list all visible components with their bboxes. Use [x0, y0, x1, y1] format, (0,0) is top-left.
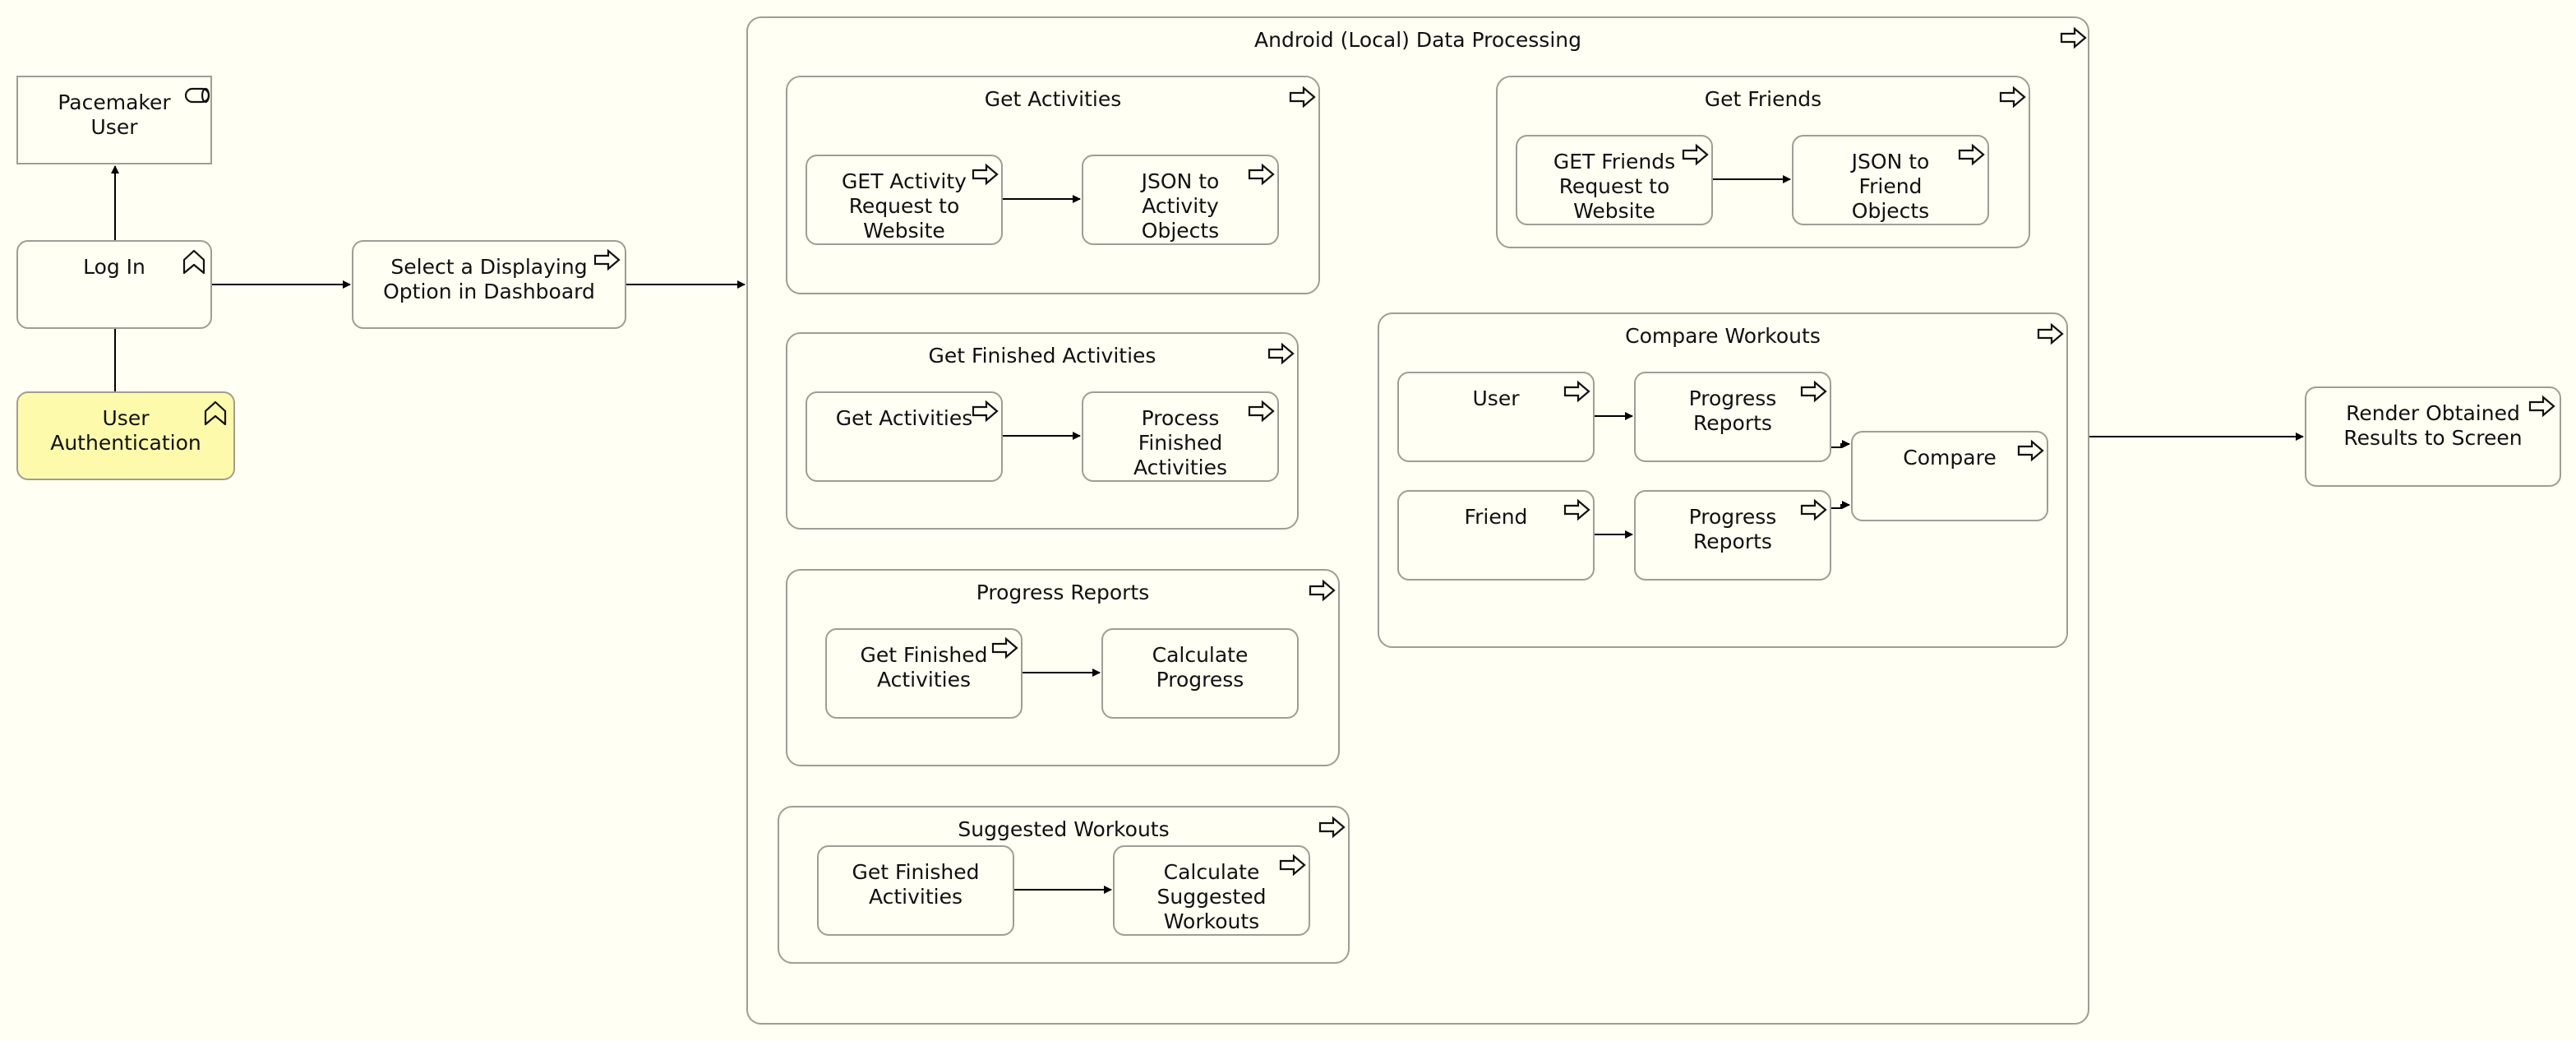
progress-reports-title: Progress Reports: [976, 581, 1150, 604]
compare-label: Compare: [1903, 446, 1997, 470]
function-chevron-icon: [181, 248, 207, 276]
process-arrow-icon: [593, 248, 621, 271]
role-cylinder-icon: [184, 86, 212, 105]
get-friends-request-node[interactable]: GET Friends Request to Website: [1516, 135, 1713, 225]
suggested-get-finished-label: Get Finished Activities: [852, 860, 980, 909]
get-activity-request-label: GET Activity Request to Website: [842, 169, 967, 243]
json-to-activity-node[interactable]: JSON to Activity Objects: [1082, 155, 1279, 245]
calculate-suggested-label: Calculate Suggested Workouts: [1156, 860, 1267, 933]
function-chevron-icon: [202, 400, 229, 428]
get-activities-step-node[interactable]: Get Activities: [806, 391, 1003, 482]
progress-get-finished-node[interactable]: Get Finished Activities: [825, 628, 1023, 719]
connector-progress-friend-compare: [1831, 501, 1850, 509]
process-arrow-icon: [972, 163, 999, 186]
compare-user-label: User: [1472, 386, 1520, 410]
process-arrow-icon: [972, 400, 999, 423]
get-activities-title: Get Activities: [984, 87, 1122, 111]
process-arrow-icon: [1267, 342, 1295, 365]
pacemaker-user-label: Pacemaker User: [58, 90, 171, 139]
get-activities-step-label: Get Activities: [835, 406, 973, 430]
user-authentication-node[interactable]: User Authentication: [16, 391, 235, 480]
process-arrow-icon: [1800, 380, 1828, 403]
compare-friend-node[interactable]: Friend: [1397, 490, 1595, 581]
pacemaker-user-actor[interactable]: Pacemaker User: [16, 76, 212, 164]
process-arrow-icon: [2037, 322, 2065, 345]
compare-friend-label: Friend: [1464, 505, 1528, 529]
select-display-option-label: Select a Displaying Option in Dashboard: [383, 255, 595, 303]
connector-progress-user-compare: [1831, 440, 1850, 448]
suggested-get-finished-node[interactable]: Get Finished Activities: [817, 845, 1014, 936]
process-arrow-icon: [1318, 816, 1346, 839]
get-friends-title: Get Friends: [1704, 87, 1822, 111]
json-to-activity-label: JSON to Activity Objects: [1141, 169, 1220, 243]
user-authentication-label: User Authentication: [50, 406, 201, 455]
process-arrow-icon: [1800, 498, 1828, 521]
process-arrow-icon: [1279, 854, 1307, 877]
process-arrow-icon: [1999, 86, 2027, 109]
process-arrow-icon: [1958, 143, 1986, 166]
suggested-workouts-title: Suggested Workouts: [958, 817, 1170, 841]
process-arrow-icon: [1309, 579, 1336, 602]
process-arrow-icon: [1563, 498, 1591, 521]
progress-get-finished-label: Get Finished Activities: [860, 643, 988, 692]
process-finished-activities-node[interactable]: Process Finished Activities: [1082, 391, 1279, 482]
json-to-friend-node[interactable]: JSON to Friend Objects: [1792, 135, 1989, 225]
render-results-label: Render Obtained Results to Screen: [2343, 401, 2523, 450]
calculate-progress-node[interactable]: Calculate Progress: [1101, 628, 1299, 719]
process-arrow-icon: [1248, 400, 1276, 423]
log-in-node[interactable]: Log In: [16, 240, 212, 329]
process-arrow-icon: [1682, 143, 1710, 166]
progress-reports-friend-node[interactable]: Progress Reports: [1634, 490, 1831, 581]
process-arrow-icon: [2060, 26, 2088, 49]
process-arrow-icon: [991, 636, 1019, 659]
get-activity-request-node[interactable]: GET Activity Request to Website: [806, 155, 1003, 245]
process-arrow-icon: [1289, 86, 1317, 109]
process-arrow-icon: [1563, 380, 1591, 403]
select-display-option-node[interactable]: Select a Displaying Option in Dashboard: [352, 240, 626, 329]
progress-reports-friend-label: Progress Reports: [1688, 505, 1777, 553]
progress-reports-user-label: Progress Reports: [1688, 386, 1777, 435]
compare-user-node[interactable]: User: [1397, 372, 1595, 462]
json-to-friend-label: JSON to Friend Objects: [1851, 150, 1930, 223]
compare-workouts-title: Compare Workouts: [1625, 324, 1821, 348]
compare-node[interactable]: Compare: [1851, 431, 2048, 521]
android-group-title: Android (Local) Data Processing: [1254, 28, 1581, 52]
get-finished-activities-title: Get Finished Activities: [928, 344, 1156, 368]
calculate-progress-label: Calculate Progress: [1152, 643, 1249, 692]
process-arrow-icon: [2017, 439, 2045, 462]
process-arrow-icon: [1248, 163, 1276, 186]
get-friends-request-label: GET Friends Request to Website: [1553, 150, 1676, 223]
process-finished-activities-label: Process Finished Activities: [1133, 406, 1228, 479]
calculate-suggested-node[interactable]: Calculate Suggested Workouts: [1113, 845, 1310, 936]
process-arrow-icon: [2528, 395, 2556, 418]
log-in-label: Log In: [83, 255, 145, 279]
render-results-node[interactable]: Render Obtained Results to Screen: [2305, 386, 2561, 487]
progress-reports-user-node[interactable]: Progress Reports: [1634, 372, 1831, 462]
